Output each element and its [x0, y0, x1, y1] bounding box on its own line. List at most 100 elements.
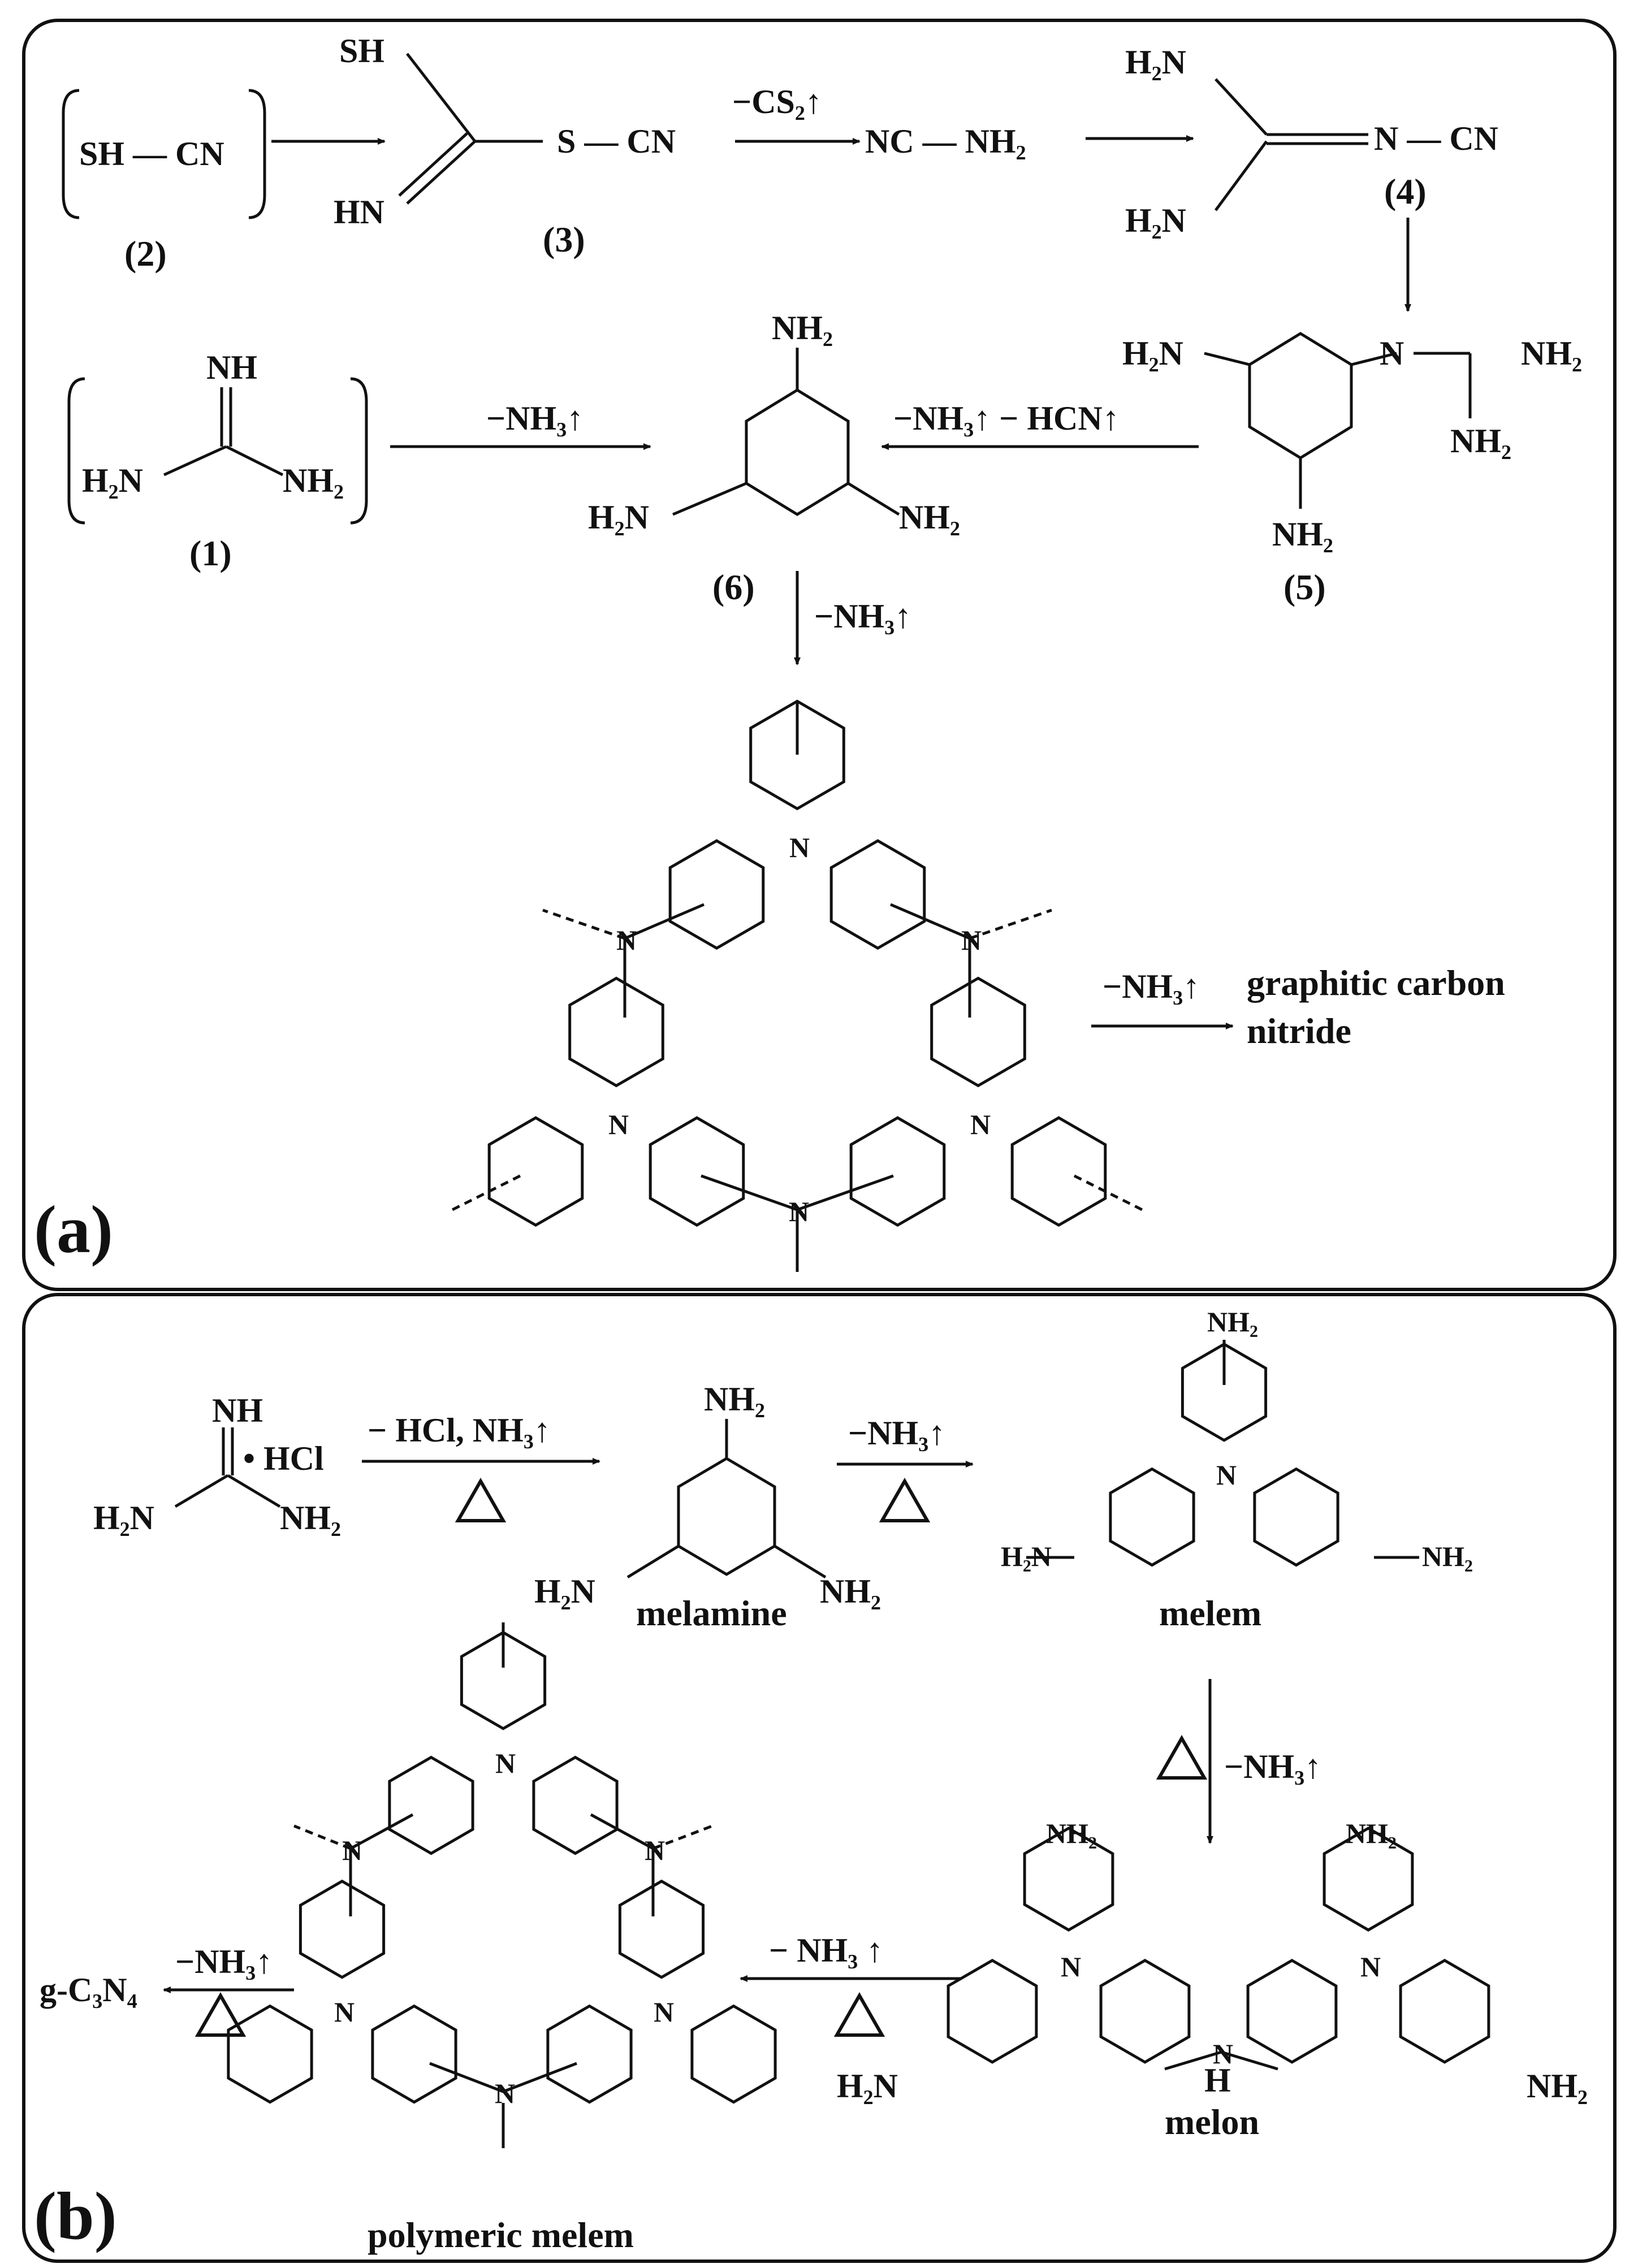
- net-a-right-ring-1: [930, 976, 1026, 1088]
- heat-b2: [879, 1477, 931, 1522]
- net-a-top-ring-1: [749, 699, 845, 811]
- nh2-b: NH₂: [280, 1499, 341, 1536]
- h2n-top-4: H₂N: [1125, 44, 1186, 81]
- panel-b-frame: [22, 1293, 1617, 2263]
- h2n-b: H₂N: [93, 1499, 154, 1536]
- net-a-left-ring-1: [568, 976, 664, 1088]
- h2n-1: H₂N: [82, 462, 143, 499]
- melem-ring-3: [1253, 1467, 1339, 1567]
- nh2-right-5: NH₂: [1521, 335, 1582, 372]
- poly-dash-r: [652, 1824, 713, 1850]
- h2n-6: H₂N: [588, 499, 649, 536]
- h2n-mel: H₂N: [534, 1573, 595, 1610]
- arrow-network-label: −NH₃↑: [1103, 968, 1200, 1005]
- net-a-bond-bl: [701, 1174, 798, 1211]
- net-a-bond-tr: [890, 903, 970, 940]
- gcn-text: g-C₃N₄: [40, 1971, 137, 2009]
- poly-bond-tr: [590, 1813, 654, 1850]
- poly-bridge-n-left: N: [342, 1834, 362, 1866]
- product-line1: graphitic carbon: [1247, 963, 1505, 1003]
- melon-nh2-left-top: NH₂: [1046, 1817, 1097, 1849]
- melem-label: melem: [1159, 1593, 1261, 1633]
- poly-bond-tl: [349, 1813, 414, 1850]
- n-cn-text: N — CN: [1374, 120, 1498, 157]
- poly-left-central-n: N: [334, 1996, 355, 2028]
- net-a-bridge-n-right: N: [961, 924, 982, 956]
- nh2-mel: NH₂: [820, 1573, 881, 1610]
- hn-text: HN: [334, 193, 384, 231]
- melem-ring-2: [1109, 1467, 1195, 1567]
- melon-right-ring-3: [1399, 1959, 1490, 2064]
- melon-left-ring-2: [947, 1959, 1038, 2064]
- net-a-left-ring-3: [649, 1116, 745, 1227]
- nh2-bottom-5: NH₂: [1450, 422, 1511, 460]
- net-a-top-central-n: N: [789, 832, 810, 863]
- poly-top-ring-3: [532, 1755, 619, 1855]
- label-4: (4): [1384, 171, 1427, 211]
- poly-left-ring-1: [299, 1879, 386, 1979]
- nh2-top-mel: NH₂: [704, 1380, 765, 1418]
- net-a-bridge-n-left: N: [616, 924, 637, 956]
- melem-central-n: N: [1216, 1459, 1237, 1491]
- melem-nh2-left: H₂N: [1001, 1540, 1052, 1572]
- nh-top-1: NH: [206, 349, 257, 386]
- melem: N NH₂ H₂N NH₂: [1001, 1306, 1473, 1572]
- heat-b5: [195, 1992, 247, 2037]
- melon-bridge-r: [1221, 2050, 1278, 2071]
- melon-left-ring-1: [1023, 1826, 1114, 1932]
- poly-left-ring-2: [227, 2004, 313, 2104]
- heat-b4: [833, 1992, 885, 2037]
- label-3: (3): [543, 219, 585, 259]
- net-a-right-ring-3: [1010, 1116, 1107, 1227]
- poly-dash-l: [293, 1824, 351, 1850]
- s-cn-text: S — CN: [557, 123, 676, 160]
- net-a-bond-br: [797, 1174, 894, 1211]
- net-a-dash-l: [542, 908, 625, 940]
- melon-right-ring-1: [1322, 1826, 1414, 1932]
- label-2: (2): [124, 233, 167, 274]
- melon-h2n-left: H₂N: [837, 2067, 898, 2105]
- melon-bridge-l: [1164, 2050, 1222, 2071]
- arrow-b2-label: −NH₃↑: [848, 1414, 945, 1452]
- poly-bond-bl: [429, 2062, 504, 2093]
- arrow-b5-label: −NH₃↑: [175, 1943, 273, 1980]
- label-1: (1): [189, 533, 232, 573]
- melem-nh2-top: NH₂: [1207, 1306, 1258, 1338]
- net-a-right-ring-2: [849, 1116, 946, 1227]
- arrow-1-6-label: −NH₃↑: [486, 400, 584, 437]
- poly-right-ring-2: [546, 2004, 633, 2104]
- melon-bridge-n: N: [1213, 2038, 1233, 2070]
- melon-nh2-right: NH₂: [1527, 2067, 1588, 2105]
- compound-4: H₂N H₂N N — CN (4): [1125, 44, 1498, 239]
- melem-nh2-right: NH₂: [1422, 1540, 1473, 1572]
- label-5: (5): [1283, 567, 1326, 607]
- poly-right-ring-3: [690, 2004, 777, 2104]
- poly-right-central-n: N: [654, 1996, 674, 2028]
- heat-b1: [455, 1477, 507, 1522]
- net-a-top-ring-2: [668, 839, 765, 950]
- poly-bridge-n-bottom: N: [495, 2077, 515, 2109]
- nh2-right-6: NH₂: [899, 499, 960, 536]
- hcl-text: • HCl: [243, 1440, 324, 1477]
- compound-3: SH HN S — CN (3): [334, 32, 676, 259]
- melon-right-ring-2: [1246, 1959, 1338, 2064]
- nh2-base-5: NH₂: [1272, 516, 1333, 553]
- melon-label: melon: [1165, 2102, 1259, 2142]
- product-line2: nitride: [1247, 1011, 1351, 1051]
- label-6: (6): [712, 567, 755, 607]
- net-a-dash-bl: [451, 1174, 521, 1211]
- melon-h: H: [1204, 2062, 1231, 2099]
- melon-left-central-n: N: [1061, 1951, 1081, 1983]
- net-a-dash-r: [969, 908, 1052, 940]
- melamine: NH₂ H₂N NH₂ melamine: [534, 1380, 881, 1633]
- compound-5: H₂N N NH₂ NH₂ NH₂ (5): [1122, 332, 1582, 607]
- cyanamide-text: NC — NH₂: [865, 123, 1026, 160]
- arrow-6-network-label: −NH₃↑: [814, 598, 911, 635]
- compound-6: NH₂ H₂N NH₂ (6): [588, 309, 960, 607]
- nh2-top-6: NH₂: [772, 309, 833, 347]
- melon-right-central-n: N: [1360, 1951, 1381, 1983]
- net-a-left-ring-2: [487, 1116, 584, 1227]
